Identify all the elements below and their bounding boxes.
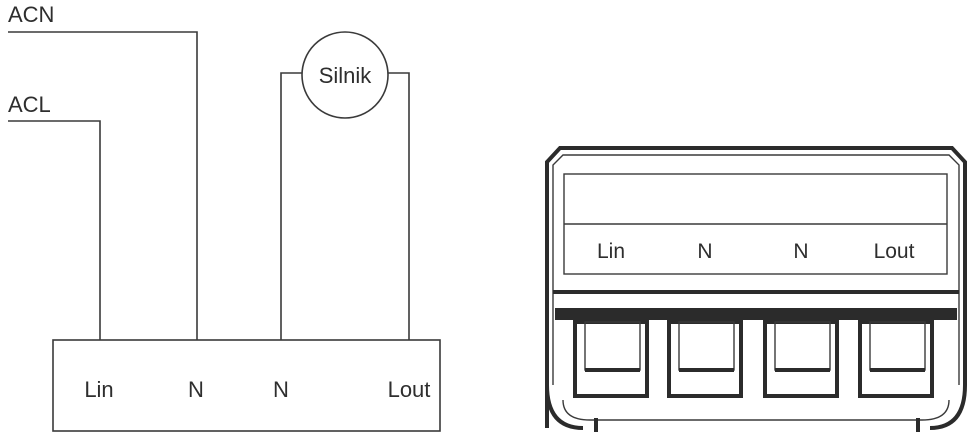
acl-wire <box>8 120 101 340</box>
connector-label-n1: N <box>697 240 712 263</box>
acn-label: ACN <box>8 2 54 27</box>
terminal-slot <box>858 320 934 398</box>
motor-symbol <box>301 31 389 119</box>
terminal-slot <box>667 320 743 398</box>
connector-bottom-skirt <box>562 399 950 421</box>
terminal-slot <box>763 320 839 398</box>
connector-label-n2: N <box>793 240 808 263</box>
terminal-label-lout: Lout <box>388 377 431 402</box>
connector-label-lin: Lin <box>597 240 625 263</box>
acl-label: ACL <box>8 92 51 117</box>
terminal-label-n1: N <box>188 377 204 402</box>
connector-rail-bar <box>555 308 957 320</box>
acn-wire <box>8 31 198 340</box>
wiring-schematic: ACN ACL Silnik Lin N N Lout <box>8 2 441 432</box>
terminal-label-lin: Lin <box>84 377 113 402</box>
connector-housing-inner <box>552 154 960 385</box>
connector-housing <box>545 146 967 430</box>
connector-drawing: Lin N N Lout <box>545 146 967 432</box>
motor-output-wire <box>388 72 410 340</box>
motor-neutral-wire <box>280 72 302 340</box>
motor-label: Silnik <box>319 63 373 88</box>
connector-label-lout: Lout <box>874 240 915 263</box>
terminal-label-n2: N <box>273 377 289 402</box>
terminal-slot <box>573 320 649 398</box>
terminal-block <box>52 339 441 432</box>
